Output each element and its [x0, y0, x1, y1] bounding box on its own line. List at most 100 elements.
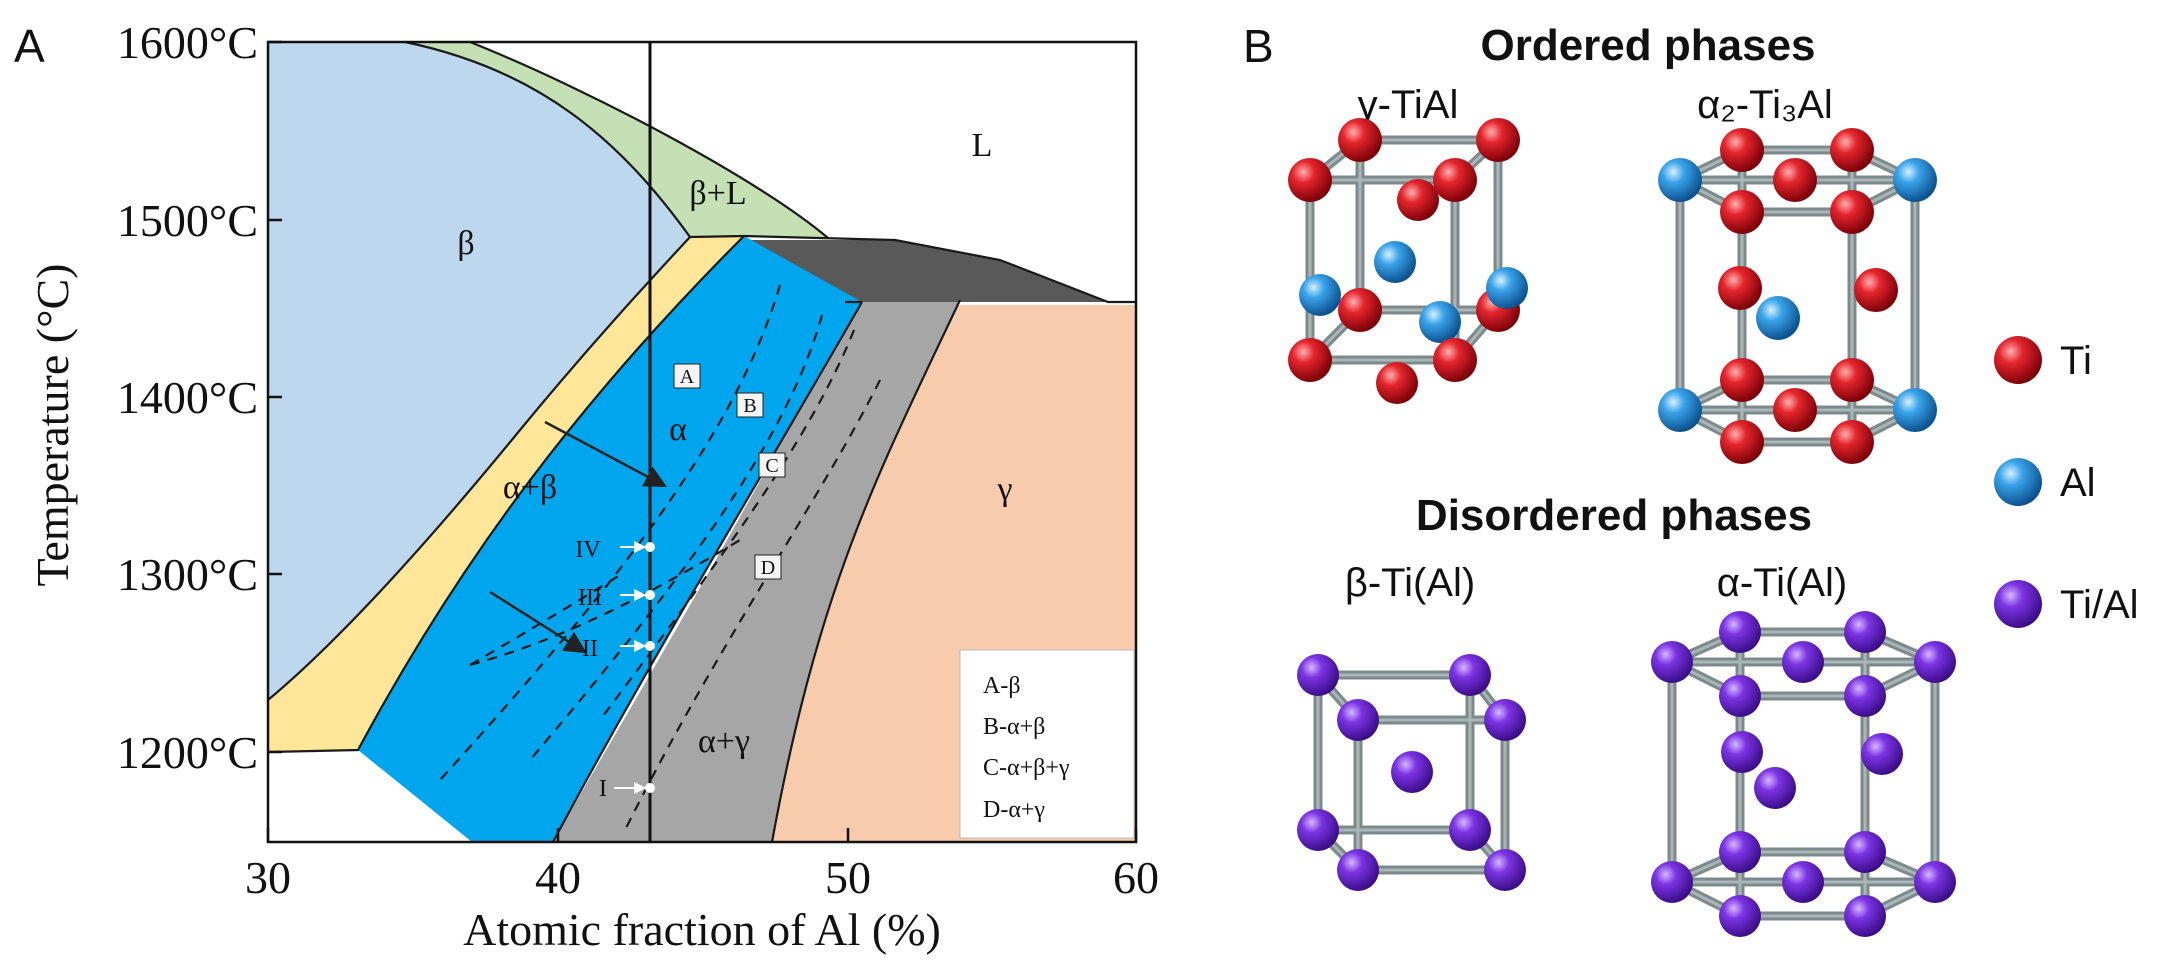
- y-tick-1200: 1200°C: [117, 727, 258, 778]
- x-tick-30: 30: [245, 852, 291, 903]
- x-tick-50: 50: [825, 852, 871, 903]
- beta-region: [268, 42, 690, 700]
- ti-atom: [1476, 118, 1520, 162]
- plot-frame: [266, 40, 1138, 844]
- point-iii: [645, 590, 655, 600]
- top-atom: [1914, 641, 1956, 683]
- top-atom: [1844, 675, 1886, 717]
- ti-atom: [1288, 338, 1332, 382]
- phase-boundaries: [267, 40, 1136, 843]
- region-label-alpha: α: [669, 411, 687, 448]
- legend-b: B-α+β: [983, 714, 1045, 740]
- mid-atom: [1754, 767, 1796, 809]
- legend-c: C-α+β+γ: [983, 755, 1070, 781]
- points-group: [614, 541, 655, 794]
- ti-atom: [1288, 158, 1332, 202]
- panel-a-label: A: [14, 20, 45, 72]
- legend-al-label: Al: [2060, 461, 2096, 505]
- y-axis-title: Temperature (°C): [27, 264, 78, 587]
- phase-diagram: IV III II I A B C D L β+L β α α+β γ α+γ: [27, 17, 1159, 955]
- center-atom: [1391, 751, 1433, 793]
- alpha2-region: [744, 240, 1108, 302]
- bot-atom: [1830, 420, 1874, 464]
- dashed-contours: [439, 284, 881, 831]
- x-tick-40: 40: [535, 852, 581, 903]
- center-atom: [1419, 301, 1461, 343]
- legend-d: D-α+γ: [983, 797, 1045, 823]
- point-label-ii: II: [582, 636, 598, 662]
- alpha2-ti3al-structure: [1658, 128, 1937, 464]
- top-atom: [1658, 158, 1702, 202]
- top-atom: [1782, 641, 1824, 683]
- bot-atom: [1893, 388, 1937, 432]
- top-atom: [1830, 128, 1874, 172]
- crystal-structures: [1288, 118, 1956, 937]
- point-label-iii: III: [578, 585, 602, 611]
- bot-atom: [1830, 358, 1874, 402]
- marker-d: D: [761, 557, 775, 579]
- mid-atom: [1756, 296, 1800, 340]
- beta-tial-structure: [1297, 654, 1526, 891]
- mixed-legend-atom: [1994, 580, 2042, 628]
- top-atom: [1651, 641, 1693, 683]
- beta-liquid-region: [405, 42, 828, 238]
- point-label-i: I: [599, 776, 607, 802]
- bot-atom: [1658, 388, 1702, 432]
- ordered-phases-title: Ordered phases: [1480, 21, 1815, 70]
- top-atom: [1830, 190, 1874, 234]
- top-atom: [1719, 611, 1761, 653]
- point-i: [645, 783, 655, 793]
- center-atom: [1397, 179, 1439, 221]
- ti-atom: [1338, 118, 1382, 162]
- mix-atom: [1337, 849, 1379, 891]
- ti-atom: [1433, 158, 1477, 202]
- mid-atom: [1854, 268, 1898, 312]
- alpha-tial-structure: [1651, 611, 1956, 937]
- marker-c: C: [765, 455, 778, 477]
- alpha-beta-region: [268, 236, 744, 752]
- legend-box: [959, 649, 1135, 839]
- bot-atom: [1719, 895, 1761, 937]
- top-atom: [1773, 158, 1817, 202]
- region-label-alpha-beta: α+β: [503, 469, 557, 506]
- y-tick-1300: 1300°C: [117, 549, 258, 600]
- point-iv: [645, 542, 655, 552]
- cooling-arrow-upper: [544, 420, 667, 488]
- marker-b: B: [743, 395, 756, 417]
- top-atom: [1720, 190, 1764, 234]
- ti-atom: [1433, 338, 1477, 382]
- region-label-gamma: γ: [996, 471, 1012, 508]
- bot-atom: [1719, 831, 1761, 873]
- region-label-beta-l: β+L: [689, 175, 746, 212]
- bot-atom: [1773, 388, 1817, 432]
- center-atom: [1299, 274, 1341, 316]
- panel-b-label: B: [1243, 20, 1274, 72]
- ti-legend-atom: [1994, 336, 2042, 384]
- top-atom: [1893, 158, 1937, 202]
- y-tick-1400: 1400°C: [117, 372, 258, 423]
- mix-atom: [1484, 699, 1526, 741]
- top-atom: [1719, 675, 1761, 717]
- bot-atom: [1720, 358, 1764, 402]
- bot-atom: [1782, 861, 1824, 903]
- bot-atom: [1914, 861, 1956, 903]
- marker-boxes: A B C D: [673, 363, 786, 580]
- mix-atom: [1484, 849, 1526, 891]
- mix-atom: [1449, 809, 1491, 851]
- mix-atom: [1297, 809, 1339, 851]
- mid-atom: [1721, 731, 1763, 773]
- disordered-phases-title: Disordered phases: [1416, 491, 1812, 540]
- cooling-arrow-lower: [489, 590, 587, 654]
- al-legend-atom: [1994, 458, 2042, 506]
- x-tick-60: 60: [1113, 852, 1159, 903]
- region-label-beta: β: [457, 225, 474, 262]
- beta-tial-label: β-Ti(Al): [1345, 561, 1475, 605]
- gamma-tial-structure: [1288, 118, 1528, 404]
- y-tick-1600: 1600°C: [117, 17, 258, 68]
- y-tick-1500: 1500°C: [117, 195, 258, 246]
- alpha-region: [358, 236, 862, 842]
- point-ii: [645, 641, 655, 651]
- bot-atom: [1651, 861, 1693, 903]
- marker-a: A: [680, 366, 695, 388]
